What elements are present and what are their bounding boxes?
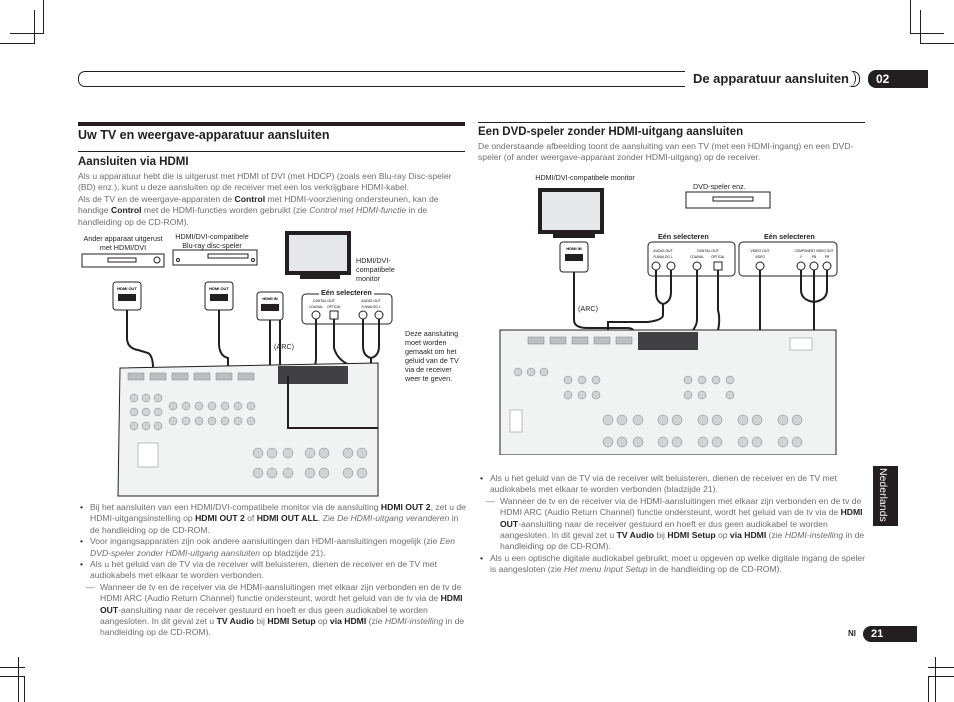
crop-mark <box>935 657 936 702</box>
coaxial-label: COAXIAL <box>690 255 704 259</box>
note-item: Als u een optische digitale audiokabel g… <box>478 553 870 576</box>
select-one-label: Eén selecteren <box>656 232 711 241</box>
analog-label: R ANALOG L <box>654 255 673 259</box>
crop-mark <box>24 676 25 702</box>
coaxial-label: COAXIAL <box>309 305 323 309</box>
note-subitem: —Wanneer de tv en de receiver via de HDM… <box>486 495 865 552</box>
crop-mark <box>920 43 954 44</box>
crop-mark <box>0 43 35 44</box>
select-one-label: Eén selecteren <box>762 232 817 241</box>
right-notes: Als u het geluid van de TV via de receiv… <box>478 473 870 576</box>
subsection-rule <box>78 151 465 152</box>
crop-mark <box>928 676 954 677</box>
crop-mark <box>910 0 911 34</box>
page-title: Uw TV en weergave-apparatuur aansluiten <box>78 128 330 142</box>
comp-pb-label: PB <box>812 255 816 259</box>
comp-y-label: Y <box>800 255 803 259</box>
device-label-other: Ander apparaat uitgerust met HDMI/DVI <box>83 234 163 252</box>
note-item: Voor ingangsapparaten zijn ook andere aa… <box>78 536 470 559</box>
hdmi-in-label: HDMI IN <box>262 296 277 301</box>
arc-label: (ARC) <box>274 342 294 351</box>
subsection-title: Aansluiten via HDMI <box>78 156 189 168</box>
crop-mark <box>928 676 929 702</box>
crop-mark <box>10 33 44 34</box>
select-one-label: Eén selecteren <box>319 288 374 297</box>
chapter-number: 02 <box>868 70 928 88</box>
receiver-back-panel <box>499 329 837 455</box>
section-rule <box>478 122 865 123</box>
monitor-label: HDMI/DVI-compatibele monitor <box>356 256 395 283</box>
audio-out-label: AUDIO OUT <box>653 249 673 253</box>
bluray-player-icon <box>172 249 258 266</box>
crop-mark <box>43 0 44 34</box>
video-label: VIDEO <box>755 255 765 259</box>
left-notes: Bij het aansluiten van een HDMI/DVI-comp… <box>78 502 470 639</box>
hdmi-out-label: HDMI OUT <box>209 286 229 291</box>
optical-label: OPTICAL <box>327 305 341 309</box>
receiver-back-panel <box>117 362 379 497</box>
section-rule <box>78 122 465 126</box>
other-device-icon <box>81 253 165 268</box>
monitor-label: HDMI/DVI-compatibele monitor <box>535 173 635 182</box>
language-code: Nl <box>848 629 856 638</box>
crop-mark <box>34 10 35 44</box>
header-bar <box>78 71 860 87</box>
note-item: Als u het geluid van de TV via de receiv… <box>478 473 870 496</box>
intro-text: Als u apparatuur hebt die is uitgerust m… <box>78 171 452 227</box>
hdmi-out-callout <box>112 281 284 321</box>
video-out-label: VIDEO OUT <box>750 249 770 253</box>
hdmi-in-label: HDMI IN <box>566 246 581 251</box>
crop-mark <box>928 667 954 668</box>
section-title-dvd: Een DVD-speler zonder HDMI-uitgang aansl… <box>478 126 744 138</box>
crop-mark <box>18 657 19 702</box>
section-title: De apparatuur aansluiten <box>684 70 856 87</box>
note-item: Als u het geluid van de TV via de receiv… <box>78 559 470 582</box>
select-one-box-audio <box>647 241 736 277</box>
note-subitem: —Wanneer de tv en de receiver via de HDM… <box>86 581 465 638</box>
hdmi-out-label: HDMI OUT <box>117 286 137 291</box>
component-label: COMPONENT VIDEO OUT <box>794 249 833 253</box>
page-number: 21 <box>863 626 917 642</box>
language-tab: Nederlands <box>873 466 898 526</box>
crop-mark <box>0 667 25 668</box>
select-one-box-video <box>738 241 838 277</box>
right-connection-diagram: HDMI IN AUDIO OUT R ANALOG L DIGITAL OUT… <box>499 188 838 455</box>
tv-monitor-icon <box>538 188 604 238</box>
tv-audio-note: Deze aansluiting moet worden gemaakt om … <box>405 329 459 383</box>
device-label-bluray: HDMI/DVI-compatibele Blu-ray disc-speler <box>175 232 249 250</box>
dvd-label: DVD-speler enz. <box>693 182 746 191</box>
arc-label: (ARC) <box>578 304 598 313</box>
dvd-player-icon <box>685 191 771 209</box>
note-item: Bij het aansluiten van een HDMI/DVI-comp… <box>78 502 470 536</box>
left-connection-diagram: HDMI OUT HDMI OUT HDMI IN DIGITAL OUT CO… <box>81 231 393 497</box>
crop-mark <box>910 33 944 34</box>
crop-mark <box>0 676 25 677</box>
audio-out-label: AUDIO OUT <box>361 299 381 303</box>
comp-pr-label: PR <box>825 255 830 259</box>
analog-label: R ANALOG L <box>362 305 381 309</box>
tv-monitor-icon <box>285 231 351 279</box>
digital-out-label: DIGITAL OUT <box>697 249 719 253</box>
digital-out-label: DIGITAL OUT <box>313 299 335 303</box>
language-tab-label: Nederlands <box>877 468 889 522</box>
dvd-intro-text: De onderstaande afbeelding toont de aans… <box>478 141 854 163</box>
crop-mark <box>920 10 921 44</box>
optical-label: OPTICAL <box>711 255 725 259</box>
